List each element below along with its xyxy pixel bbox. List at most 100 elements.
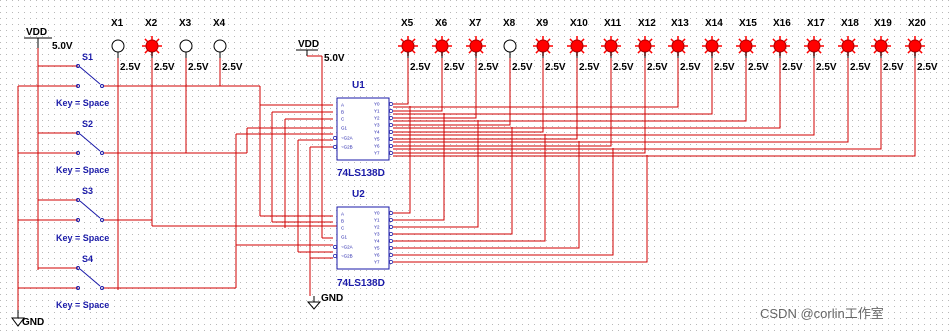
u1-output-wire <box>393 58 477 119</box>
u1-output-branch <box>393 58 916 157</box>
probe-voltage: 2.5V <box>748 62 769 73</box>
switch-s3-key: Key = Space <box>56 233 109 243</box>
probe-ray <box>155 49 160 54</box>
probe-ray <box>704 49 709 54</box>
probe-ray <box>569 49 574 54</box>
probe-lamp-lit <box>469 39 483 53</box>
probe-label: X8 <box>503 18 516 29</box>
probe-ray <box>670 38 675 43</box>
u1-output-wire <box>393 58 646 154</box>
probe-ray <box>445 49 450 54</box>
switch-s2[interactable]: S2 Key = Space <box>18 119 247 175</box>
u1-output-bubble <box>389 144 393 148</box>
probe-label: X16 <box>773 18 791 29</box>
u2-output-bubble <box>389 218 393 222</box>
u2-output-bubble <box>389 260 393 264</box>
probe-ray <box>918 38 923 43</box>
probe-ray <box>144 49 149 54</box>
probe-ray <box>155 38 160 43</box>
probe-ray <box>715 49 720 54</box>
probe-lamp-off <box>111 39 125 53</box>
ic-u2[interactable]: U2 74LS138D ABCG1~G2A~G2BY0Y1Y2Y3Y4Y5Y6Y… <box>333 189 393 289</box>
probe-voltage: 2.5V <box>714 62 735 73</box>
u2-pin-c: C <box>341 226 345 231</box>
probe-ray <box>873 49 878 54</box>
probe-lamp-off <box>213 39 227 53</box>
ic-u1[interactable]: U1 74LS138D ABCG1~G2A~G2BY0Y1Y2Y3Y4Y5Y6Y… <box>333 80 393 179</box>
u1-output-wire <box>393 58 511 126</box>
probe-label: X7 <box>469 18 482 29</box>
probe-lamp-lit <box>401 39 415 53</box>
probe-lamp-lit <box>807 39 821 53</box>
u1-pin-a: A <box>341 103 344 108</box>
u2-inversion-bubble <box>333 254 337 258</box>
probe-ray <box>783 38 788 43</box>
probe-ray <box>873 38 878 43</box>
switch-s3-name: S3 <box>82 186 93 196</box>
probe-ray <box>445 38 450 43</box>
probe-ray <box>772 38 777 43</box>
u1-output-wire <box>393 58 578 140</box>
vdd-mid: VDD 5.0V <box>296 39 345 64</box>
probe-label: X1 <box>111 18 124 29</box>
probe-x4: X42.5V <box>213 18 243 73</box>
u1-pin-c: C <box>341 117 345 122</box>
probe-voltage: 2.5V <box>680 62 701 73</box>
probe-lamp-lit <box>874 39 888 53</box>
u2-pin-y1: Y1 <box>374 218 380 223</box>
u2-inversion-bubble <box>333 245 337 249</box>
probe-lamp-off <box>503 39 517 53</box>
output-wiring <box>393 58 916 263</box>
probe-voltage: 2.5V <box>613 62 634 73</box>
probe-ray <box>648 49 653 54</box>
probe-ray <box>546 49 551 54</box>
probe-ray <box>479 49 484 54</box>
probe-ray <box>580 49 585 54</box>
probe-voltage: 2.5V <box>850 62 871 73</box>
probe-lamp-lit <box>908 39 922 53</box>
probe-ray <box>907 49 912 54</box>
probe-ray <box>704 38 709 43</box>
switch-s4[interactable]: S4 Key = Space <box>18 254 236 310</box>
ic-u1-part: 74LS138D <box>337 168 385 179</box>
probe-ray <box>772 49 777 54</box>
vdd-left-voltage: 5.0V <box>52 41 73 52</box>
u1-output-branch <box>393 58 849 143</box>
probe-ray <box>580 38 585 43</box>
probe-ray <box>681 49 686 54</box>
probe-voltage: 2.5V <box>410 62 431 73</box>
switch-s3[interactable]: S3 Key = Space <box>18 186 152 243</box>
probe-voltage: 2.5V <box>154 62 175 73</box>
probe-voltage: 2.5V <box>222 62 243 73</box>
probe-ray <box>738 38 743 43</box>
u1-output-wire <box>393 58 544 133</box>
probe-ray <box>434 38 439 43</box>
probe-lamp-off <box>179 39 193 53</box>
u1-output-branch <box>393 58 747 122</box>
switch-s1[interactable]: S1 Key = Space <box>18 52 260 108</box>
probe-ray <box>603 38 608 43</box>
probe-ray <box>851 38 856 43</box>
probe-label: X17 <box>807 18 825 29</box>
vdd-left-name: VDD <box>26 27 47 38</box>
switch-s1-name: S1 <box>82 52 93 62</box>
u1-pin-y3: Y3 <box>374 123 380 128</box>
probe-ray <box>603 49 608 54</box>
probe-label: X13 <box>671 18 689 29</box>
probe-label: X14 <box>705 18 723 29</box>
ic-u2-part: 74LS138D <box>337 278 385 289</box>
probe-ray <box>840 49 845 54</box>
probe-voltage: 2.5V <box>512 62 533 73</box>
probe-ray <box>840 38 845 43</box>
probe-ray <box>670 49 675 54</box>
probe-lamp-lit <box>435 39 449 53</box>
probe-ray <box>468 38 473 43</box>
probe-x7: X72.5V <box>466 18 499 73</box>
probe-voltage: 2.5V <box>816 62 837 73</box>
probe-voltage: 2.5V <box>647 62 668 73</box>
probe-x17: X17 2.5V <box>804 18 837 73</box>
switch-s1-key: Key = Space <box>56 98 109 108</box>
